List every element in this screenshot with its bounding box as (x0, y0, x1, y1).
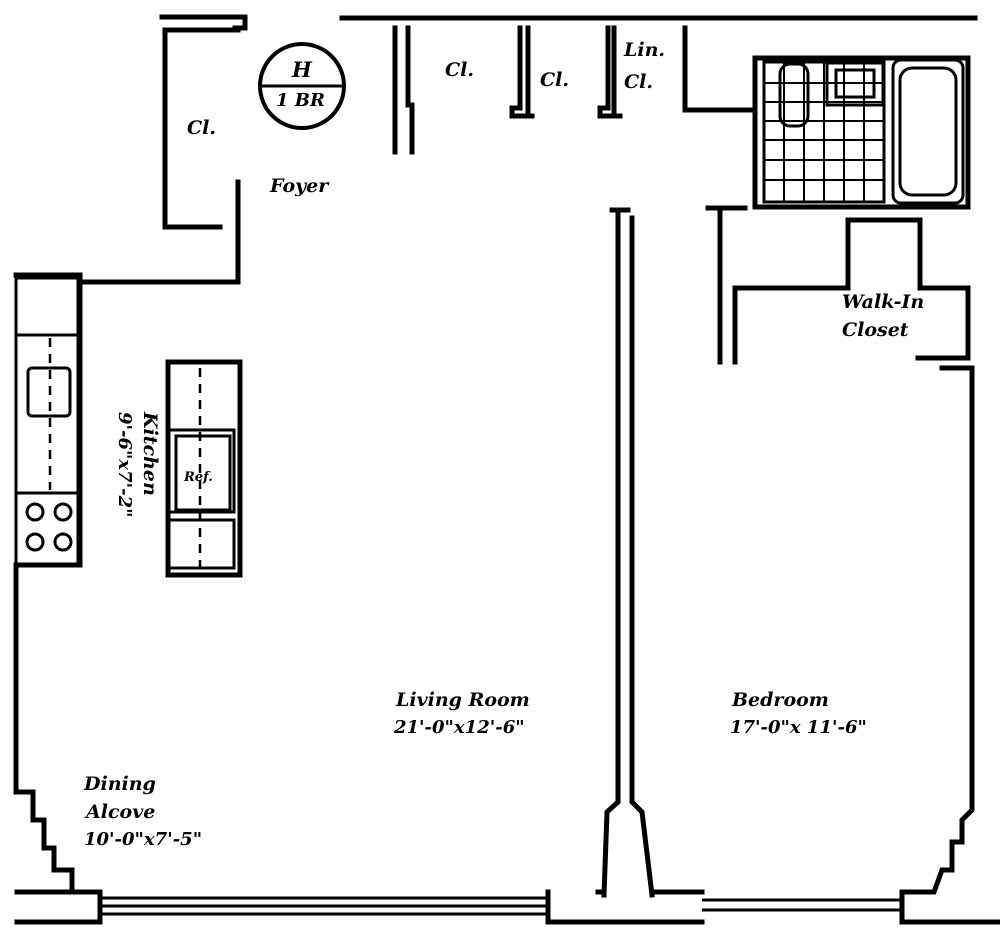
living-room-dims: 21'-0"x12'-6" (394, 717, 525, 738)
bedroom-right-wall (899, 365, 975, 895)
foyer-label: Foyer (270, 175, 329, 197)
bedroom-dims: 17'-0"x 11'-6" (730, 717, 867, 738)
bottom-wall (14, 889, 1000, 925)
dining-dims: 10'-0"x7'-5" (84, 829, 203, 850)
hall-closet-walls (392, 25, 758, 155)
top-wall (159, 14, 978, 31)
linen-closet-line2: Cl. (624, 71, 653, 93)
walk-in-closet-line2: Closet (842, 319, 909, 341)
refrigerator-label: Ref. (184, 470, 213, 485)
linen-closet-line1: Lin. (624, 39, 666, 61)
kitchen-dims: 9'-6"x7'-2" (114, 412, 135, 518)
hall-closet-label: Cl. (445, 59, 474, 81)
unit-type: 1 BR (276, 90, 325, 111)
kitchen-label-group: Kitchen 9'-6"x7'-2" (102, 412, 162, 532)
unit-badge (258, 42, 346, 130)
partition-wall (601, 207, 655, 898)
unit-letter: H (292, 57, 312, 82)
hall-closet-2-label: Cl. (540, 69, 569, 91)
living-room-label: Living Room (396, 689, 530, 711)
dining-label-line2: Alcove (86, 801, 156, 823)
kitchen (14, 276, 243, 578)
dining-label-line1: Dining (84, 773, 156, 795)
walk-in-closet-line1: Walk-In (842, 291, 925, 313)
foyer-closet-walls (77, 27, 241, 285)
walk-in-closet-walls (705, 205, 971, 365)
bedroom-label: Bedroom (732, 689, 829, 711)
bathroom (752, 55, 971, 210)
foyer-closet-label: Cl. (187, 117, 216, 139)
kitchen-label: Kitchen (139, 412, 161, 496)
